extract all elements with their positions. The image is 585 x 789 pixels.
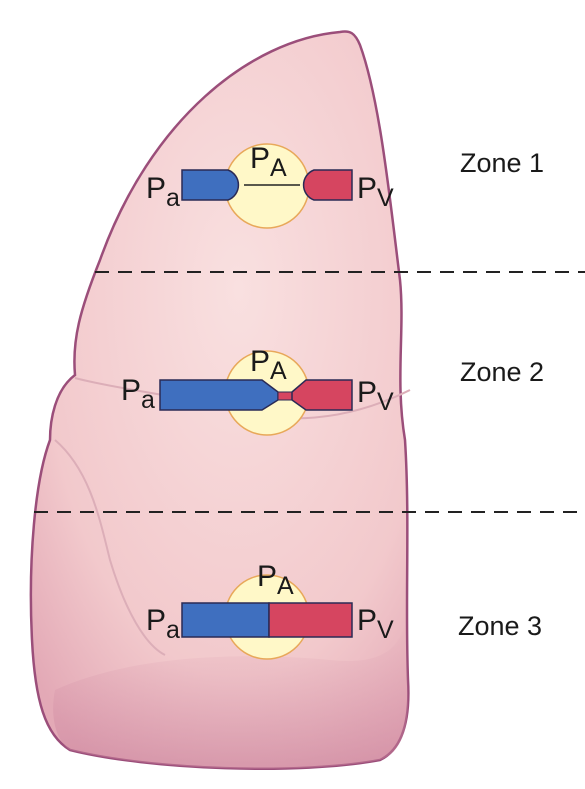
- zone-2-group: PA Pa PV Zone 2: [121, 345, 544, 436]
- venous-pressure-label-zone-3: PV: [357, 604, 394, 644]
- arterial-pressure-label-zone-3: Pa: [146, 604, 180, 644]
- zone-label-1: Zone 1: [460, 148, 544, 178]
- venous-pressure-label-zone-1: PV: [357, 172, 394, 212]
- alveolar-pressure-label-zone-3: PA: [257, 560, 294, 600]
- arterial-vessel-zone-2: [159, 379, 279, 411]
- venous-vessel-zone-1: [302, 169, 353, 201]
- narrowed-capillary-zone-2: [277, 391, 293, 401]
- venous-pressure-label-zone-2: PV: [357, 376, 394, 416]
- lung-fissure-oblique: [54, 439, 166, 656]
- alveolar-pressure-label-zone-2: PA: [250, 345, 287, 385]
- venous-vessel-zone-2: [291, 379, 353, 411]
- zone-3-group: PA Pa PV Zone 3: [146, 560, 542, 660]
- zone-label-3: Zone 3: [458, 611, 542, 641]
- zone-label-2: Zone 2: [460, 357, 544, 387]
- arterial-vessel-zone-1: [181, 169, 240, 201]
- zone-1-group: PA Pa PV Zone 1: [146, 142, 544, 229]
- arterial-vessel-zone-3: [181, 602, 270, 638]
- venous-vessel-zone-3: [268, 602, 353, 638]
- alveolar-pressure-label-zone-1: PA: [250, 142, 287, 182]
- arterial-pressure-label-zone-2: Pa: [121, 374, 155, 414]
- lung-base-shading: [53, 620, 408, 769]
- arterial-pressure-label-zone-1: Pa: [146, 172, 180, 212]
